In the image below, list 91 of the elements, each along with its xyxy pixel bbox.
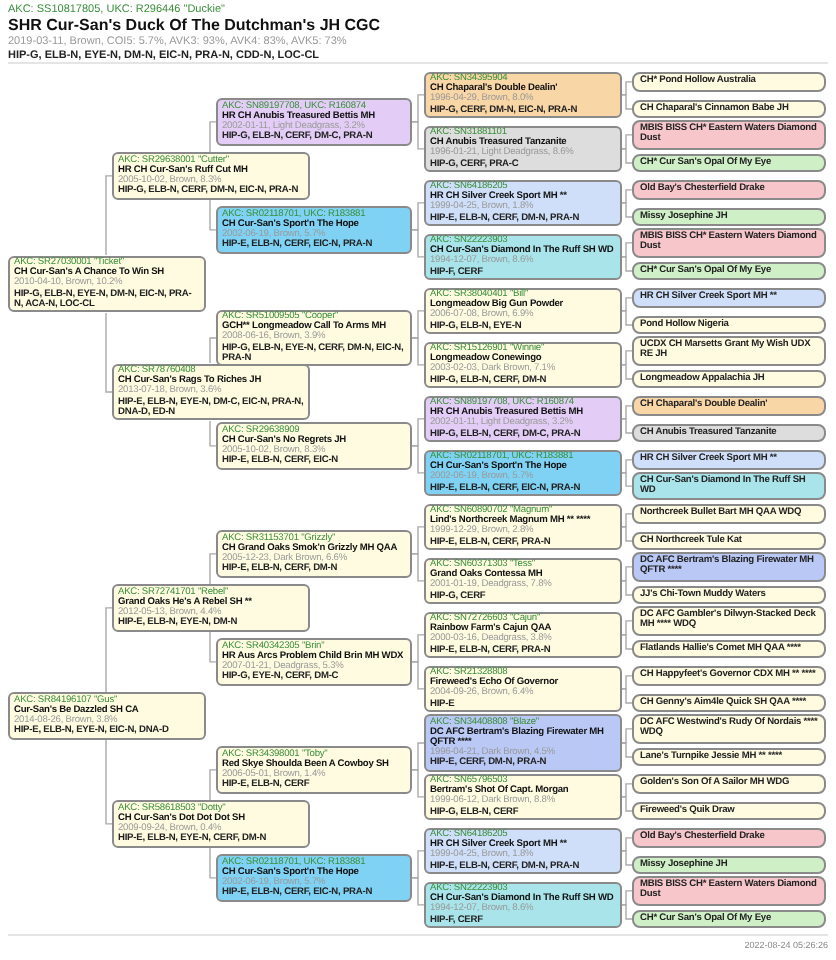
pedigree-connector — [621, 783, 633, 798]
pedigree-card — [112, 800, 310, 848]
pedigree-connector — [105, 312, 113, 393]
pedigree-connector — [621, 242, 633, 258]
pedigree-card — [424, 881, 622, 929]
pedigree-connector — [621, 634, 633, 650]
pedigree-card — [424, 287, 622, 335]
pedigree-card — [112, 584, 310, 632]
pedigree-card — [216, 98, 412, 146]
pedigree-connector — [209, 769, 217, 801]
pedigree-connector — [411, 310, 425, 339]
pedigree-connector — [209, 199, 217, 231]
pedigree-connector — [621, 364, 633, 380]
pedigree-connector — [621, 148, 633, 164]
pedigree-card — [216, 638, 412, 686]
pedigree-connector — [621, 256, 633, 272]
pedigree-connector — [411, 94, 425, 123]
pedigree-connector — [621, 742, 633, 758]
pedigree-card — [424, 395, 622, 443]
pedigree-card — [424, 503, 622, 551]
pedigree-card — [216, 422, 412, 470]
pedigree-connector — [209, 121, 217, 153]
pedigree-connector — [621, 81, 633, 96]
pedigree-connector — [411, 634, 425, 663]
pedigree-card — [424, 125, 622, 173]
pedigree-card — [216, 746, 412, 794]
pedigree-card — [424, 557, 622, 605]
pedigree-connector — [209, 420, 217, 447]
pedigree-card — [216, 854, 412, 902]
pedigree-connector — [411, 769, 425, 798]
pedigree-connector — [411, 553, 425, 582]
pedigree-connector — [209, 631, 217, 663]
pedigree-connector — [621, 526, 633, 542]
pedigree-connector — [411, 850, 425, 879]
pedigree-connector — [621, 904, 633, 920]
pedigree-card — [424, 611, 622, 659]
pedigree-connector — [105, 175, 113, 256]
pedigree-connector — [105, 739, 113, 825]
pedigree-connector — [411, 337, 425, 366]
pedigree-connector — [621, 837, 633, 852]
pedigree-connector — [411, 229, 425, 258]
pedigree-connector — [621, 728, 633, 744]
pedigree-connector — [411, 877, 425, 906]
pedigree-connector — [621, 850, 633, 866]
pedigree-connector — [411, 418, 425, 447]
pedigree-card — [216, 530, 412, 578]
pedigree-connector — [411, 202, 425, 231]
pedigree-card — [424, 179, 622, 227]
pedigree-card — [8, 692, 206, 740]
pedigree-card — [112, 152, 310, 200]
pedigree-card — [216, 206, 412, 254]
pedigree-card — [424, 714, 622, 772]
pedigree-connector — [621, 350, 633, 366]
pedigree-connector — [621, 297, 633, 312]
pedigree-connector — [621, 513, 633, 528]
pedigree-card — [424, 827, 622, 875]
pedigree-card — [424, 773, 622, 821]
pedigree-connector — [621, 566, 633, 582]
pedigree-connector — [411, 121, 425, 150]
pedigree-connector — [411, 742, 425, 771]
pedigree-card — [424, 233, 622, 281]
pedigree-connector — [411, 526, 425, 555]
pedigree-connector — [621, 890, 633, 906]
pedigree-card — [424, 449, 622, 497]
pedigree-connector — [621, 418, 633, 434]
pedigree-card — [424, 341, 622, 389]
pedigree-connector — [621, 405, 633, 420]
pedigree-card — [424, 665, 622, 713]
pedigree-connector — [621, 688, 633, 704]
pedigree-connector — [621, 202, 633, 218]
pedigree-connector — [411, 661, 425, 690]
pedigree-connector — [621, 459, 633, 474]
pedigree-card — [8, 255, 206, 313]
pedigree-connector — [209, 337, 217, 364]
pedigree-connector — [621, 796, 633, 812]
pedigree-connector — [411, 445, 425, 474]
pedigree-connector — [621, 620, 633, 636]
dog-title: SHR Cur-San's Duck Of The Dutchman's JH CGC — [8, 16, 381, 34]
pedigree-connector — [621, 472, 633, 487]
pedigree-connector — [621, 134, 633, 150]
pedigree-connector — [209, 553, 217, 585]
pedigree-card — [112, 363, 310, 421]
pedigree-connector — [621, 675, 633, 690]
pedigree-card — [216, 309, 412, 367]
pedigree-connector — [209, 847, 217, 879]
pedigree-connector — [105, 607, 113, 693]
pedigree-connector — [621, 310, 633, 326]
pedigree-connector — [621, 580, 633, 596]
pedigree-connector — [621, 189, 633, 204]
pedigree-connector — [621, 94, 633, 110]
pedigree-card — [424, 71, 622, 119]
